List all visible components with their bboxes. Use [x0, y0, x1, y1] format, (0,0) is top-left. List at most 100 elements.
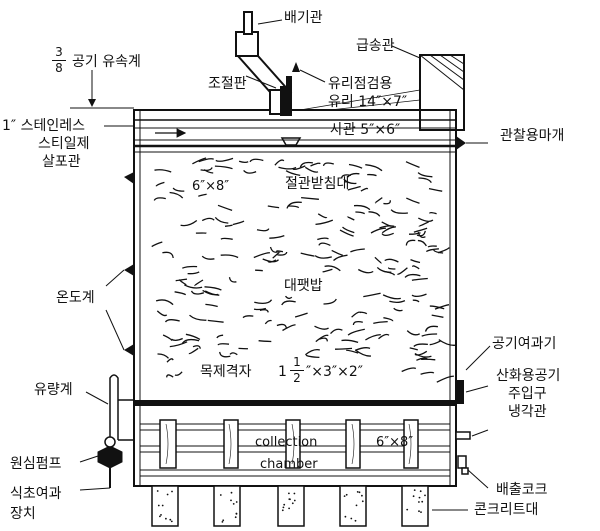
oxidation-air-inlet: [456, 380, 464, 404]
shaving-mark: [355, 211, 365, 215]
control-plate-small: [286, 76, 292, 86]
shaving-mark: [182, 265, 198, 269]
vinegar-filter-label-1: 식초여과: [10, 486, 62, 502]
shaving-mark: [406, 330, 421, 336]
concrete-dot: [361, 500, 364, 503]
shaving-mark: [155, 299, 174, 306]
shaving-mark: [433, 249, 444, 254]
concrete-dot: [219, 494, 222, 496]
shaving-mark: [353, 204, 371, 211]
shaving-mark: [269, 246, 279, 253]
shaving-mark: [185, 333, 201, 340]
square-pipe-label: 사관 5″×6″: [330, 122, 401, 138]
concrete-dots: [156, 489, 426, 523]
shaving-mark: [192, 157, 207, 165]
shaving-mark: [384, 258, 399, 263]
inspection-glass: [299, 89, 421, 111]
shaving-mark: [259, 309, 269, 313]
control-plate-label: 조절판: [208, 76, 247, 92]
shaving-mark: [425, 248, 439, 253]
lattice-frac-num: 1: [293, 355, 301, 369]
shaving-mark: [405, 239, 416, 246]
shaving-mark: [428, 187, 443, 192]
distributor: [280, 137, 302, 146]
shaving-mark: [418, 221, 429, 227]
shaving-mark: [242, 315, 254, 319]
shaving-mark: [331, 249, 343, 256]
shaving-mark: [323, 298, 337, 305]
shaving-mark: [285, 170, 301, 177]
shaving-mark: [181, 338, 200, 344]
joist-support-label: 절관받침대: [285, 176, 350, 192]
concrete-dot: [420, 511, 422, 513]
shaving-mark: [388, 267, 396, 270]
concrete-dot: [281, 509, 284, 512]
shaving-mark: [278, 166, 297, 170]
shaving-mark: [269, 234, 285, 239]
shaving-mark: [255, 269, 263, 272]
concrete-dot: [356, 491, 359, 493]
shaving-mark: [304, 166, 319, 173]
straw-bed-label: 대팻밥: [284, 278, 323, 294]
shaving-mark: [317, 213, 328, 219]
concrete-dot: [293, 499, 296, 502]
lattice-frac-bar: [290, 370, 304, 371]
shaving-mark: [267, 259, 277, 263]
shaving-mark: [417, 239, 427, 247]
shaving-mark: [201, 255, 215, 260]
shaving-mark: [204, 286, 222, 291]
shaving-mark: [406, 197, 420, 204]
shaving-mark: [412, 299, 420, 303]
concrete-bases: [151, 485, 429, 527]
cooling-pipe-label: 냉각관: [508, 404, 547, 420]
shaving-mark: [351, 311, 362, 318]
observation-cover: [456, 136, 466, 150]
concrete-dot: [234, 516, 237, 519]
stainless-pipe-label-1: 1″ 스테인레스: [2, 118, 85, 134]
shaving-mark: [315, 219, 334, 226]
collection-label-1: collection: [255, 435, 318, 450]
drain-cock-label: 배출코크: [496, 482, 548, 498]
shaving-mark: [339, 229, 354, 237]
shaving-mark: [438, 339, 457, 346]
shaving-mark: [162, 251, 174, 259]
shaving-mark: [174, 371, 183, 376]
supply-pipe-box: [419, 54, 465, 131]
shaving-mark: [187, 271, 200, 275]
shaving-mark: [373, 320, 388, 325]
shaving-mark: [347, 185, 361, 191]
shaving-mark: [365, 164, 383, 172]
concrete-dot: [350, 517, 353, 520]
shaving-mark: [198, 158, 214, 163]
shaving-mark: [346, 216, 355, 221]
shaving-mark: [164, 319, 180, 323]
wood-shavings-bed: [151, 157, 457, 383]
concrete-dot: [235, 513, 238, 515]
concrete-dot: [358, 491, 361, 494]
shaving-mark: [431, 314, 444, 318]
shaving-mark: [343, 178, 357, 185]
observation-cover-label: 관찰용마개: [500, 128, 565, 144]
concrete-dot: [413, 489, 416, 491]
shaving-mark: [253, 307, 267, 311]
shaving-mark: [436, 375, 455, 383]
shaving-mark: [322, 268, 333, 273]
concrete-dot: [159, 515, 161, 518]
concrete-dot: [221, 521, 224, 523]
shaving-mark: [374, 197, 383, 204]
shaving-mark: [381, 226, 396, 234]
shaving-mark: [224, 224, 233, 227]
shaving-mark: [217, 343, 230, 346]
shaving-mark: [180, 219, 198, 227]
shaving-mark: [424, 325, 439, 332]
shaving-mark: [413, 227, 428, 233]
concrete-dot: [161, 504, 164, 507]
wood-lattice: [134, 400, 456, 406]
shaving-mark: [347, 328, 365, 336]
concrete-dot: [230, 491, 233, 494]
lattice-frac-den: 2: [293, 371, 301, 385]
shaving-mark: [253, 252, 270, 259]
concrete-dot: [343, 495, 346, 497]
shaving-mark: [413, 343, 428, 347]
shaving-mark: [411, 277, 428, 281]
